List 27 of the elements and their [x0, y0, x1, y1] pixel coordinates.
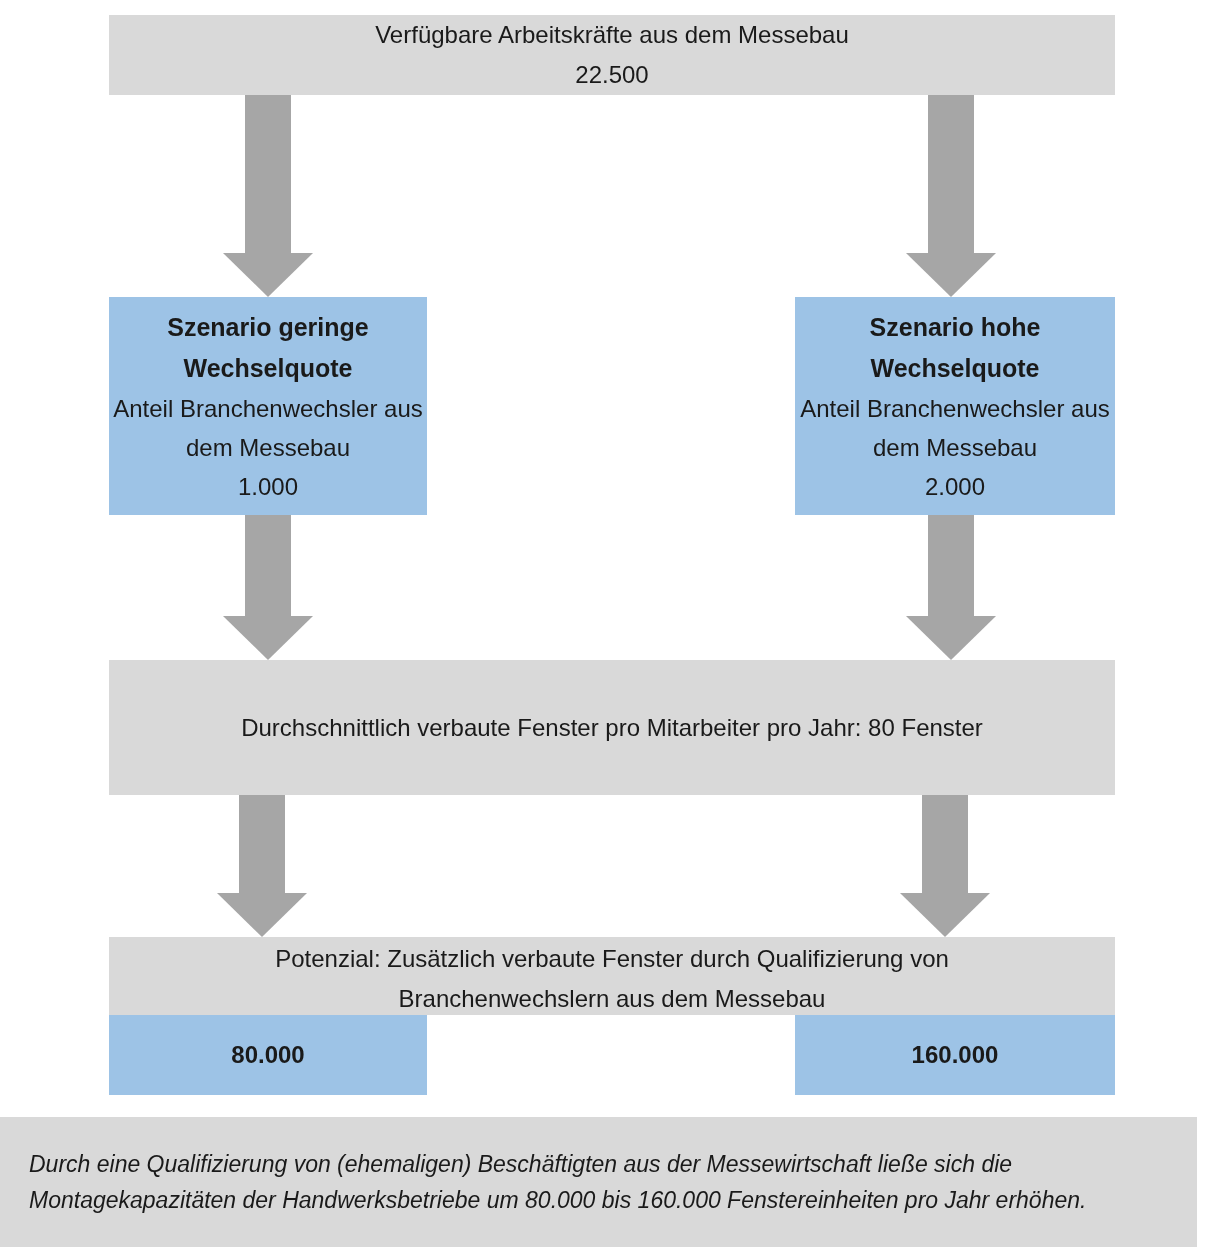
- node-text: 80.000: [231, 1040, 305, 1070]
- node-text: 160.000: [911, 1040, 999, 1070]
- block-arrow: [217, 795, 307, 937]
- node-text: Szenario hohe Wechselquote: [868, 311, 1042, 384]
- scenario-box: [795, 297, 1115, 515]
- node-text: Potenzial: Zusätzlich verbaute Fenster durch Qualifizierung von Branchenwechslern aus dem Messebau: [274, 944, 950, 1014]
- result-value-box: [795, 1015, 1115, 1095]
- scenario-box: [109, 297, 427, 515]
- block-arrow: [906, 95, 996, 297]
- block-arrow: [900, 795, 990, 937]
- conclusion-box: [0, 1117, 1197, 1247]
- block-arrow: [223, 515, 313, 660]
- result-header-box: [109, 937, 1115, 1015]
- node-text: 2.000: [924, 471, 986, 502]
- node-text: Durch eine Qualifizierung von (ehemaligen) Beschäftigten aus der Messewirtschaft ließe sich die Montagekapazitäten der Handwerksbetriebe um 80.000 bis 160.000 Fenstereinheiten pro Jahr erhöhen.: [29, 1150, 1088, 1215]
- node-text: Anteil Branchenwechsler aus dem Messebau: [799, 393, 1111, 463]
- node-text: 1.000: [237, 471, 299, 502]
- process-box: [109, 660, 1115, 795]
- node-text: 22.500: [575, 60, 649, 90]
- node-text: Szenario geringe Wechselquote: [166, 311, 370, 384]
- node-text: Verfügbare Arbeitskräfte aus dem Messebau: [375, 20, 849, 50]
- process-box: [109, 15, 1115, 95]
- node-text: Durchschnittlich verbaute Fenster pro Mitarbeiter pro Jahr: 80 Fenster: [241, 712, 983, 743]
- node-text: Anteil Branchenwechsler aus dem Messebau: [113, 393, 423, 463]
- block-arrow: [906, 515, 996, 660]
- block-arrow: [223, 95, 313, 297]
- result-value-box: [109, 1015, 427, 1095]
